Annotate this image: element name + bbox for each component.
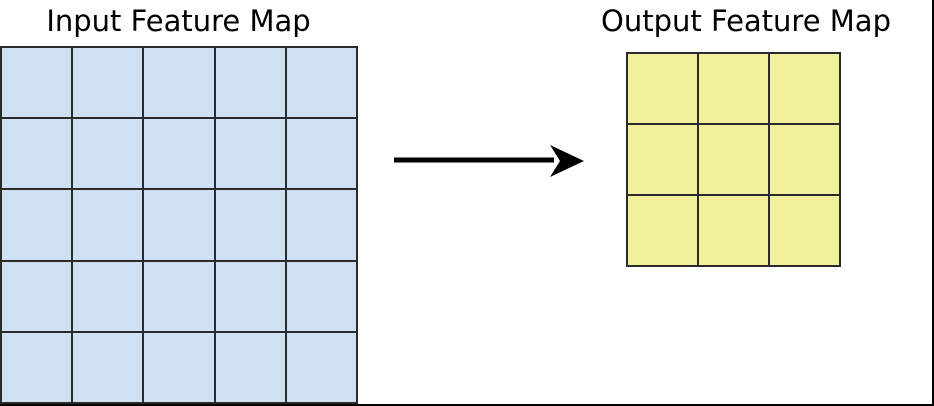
output-cell-r3c3 bbox=[770, 196, 839, 265]
output-cell-r1c3 bbox=[770, 54, 839, 123]
input-cell-r5c5 bbox=[286, 332, 356, 402]
input-cell-r3c2 bbox=[73, 190, 143, 260]
input-cell-r2c2 bbox=[73, 119, 143, 189]
figure-right-border bbox=[932, 0, 934, 406]
input-feature-map-title: Input Feature Map bbox=[46, 4, 311, 38]
output-cell-r1c1 bbox=[628, 54, 697, 123]
input-cell-r4c2 bbox=[73, 261, 143, 331]
input-cell-r3c5 bbox=[286, 190, 356, 260]
right-arrow-icon bbox=[394, 145, 584, 177]
input-cell-r2c4 bbox=[215, 119, 285, 189]
input-cell-r3c4 bbox=[215, 190, 285, 260]
output-cell-r2c3 bbox=[770, 125, 839, 194]
output-cell-r3c1 bbox=[628, 196, 697, 265]
output-cell-r2c1 bbox=[628, 125, 697, 194]
output-cell-r2c2 bbox=[699, 125, 768, 194]
input-cell-r5c1 bbox=[2, 332, 72, 402]
input-cell-r1c5 bbox=[286, 48, 356, 118]
input-cell-r2c1 bbox=[2, 119, 72, 189]
input-cell-r1c4 bbox=[215, 48, 285, 118]
input-cell-r2c3 bbox=[144, 119, 214, 189]
input-cell-r5c3 bbox=[144, 332, 214, 402]
output-cell-r3c2 bbox=[699, 196, 768, 265]
input-cell-r4c1 bbox=[2, 261, 72, 331]
input-cell-r5c2 bbox=[73, 332, 143, 402]
input-cell-r4c5 bbox=[286, 261, 356, 331]
output-feature-map-grid bbox=[626, 52, 841, 267]
input-feature-map-grid bbox=[0, 46, 358, 404]
output-feature-map-title: Output Feature Map bbox=[601, 4, 891, 38]
input-cell-r4c4 bbox=[215, 261, 285, 331]
input-cell-r4c3 bbox=[144, 261, 214, 331]
input-cell-r3c3 bbox=[144, 190, 214, 260]
input-cell-r1c3 bbox=[144, 48, 214, 118]
input-cell-r5c4 bbox=[215, 332, 285, 402]
input-cell-r1c2 bbox=[73, 48, 143, 118]
input-cell-r3c1 bbox=[2, 190, 72, 260]
output-cell-r1c2 bbox=[699, 54, 768, 123]
input-cell-r1c1 bbox=[2, 48, 72, 118]
figure-bottom-border bbox=[0, 404, 934, 406]
input-cell-r2c5 bbox=[286, 119, 356, 189]
